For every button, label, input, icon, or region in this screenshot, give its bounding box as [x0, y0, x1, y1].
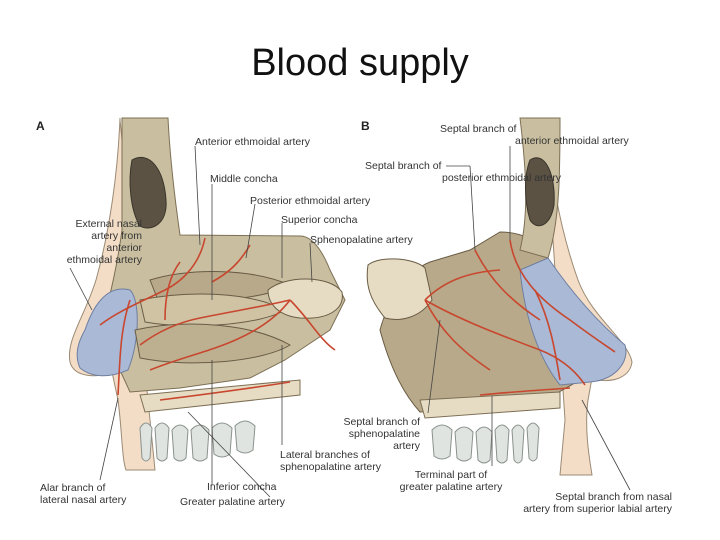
label-septal-labial-line-1: Septal branch from nasal — [555, 491, 672, 503]
label-external-nasal-line-4: ethmoidal artery — [66, 254, 142, 266]
label-external-nasal-line-1: External nasal — [75, 218, 142, 230]
frontal-sinus-b — [525, 157, 555, 227]
label-terminal-line-1: Terminal part of — [414, 469, 488, 481]
slide-title: Blood supply — [251, 42, 469, 84]
label-external-nasal-line-3: anterior — [106, 242, 142, 254]
label-septal-branch-superior-labial: Septal branch from nasal artery from sup… — [492, 491, 672, 515]
arteries-a — [99, 237, 336, 401]
label-septal-posterior-line-2: posterior ethmoidal artery — [442, 172, 562, 184]
label-septal-spheno-line-1: Septal branch of — [343, 416, 420, 428]
label-terminal-greater-palatine: Terminal part of greater palatine artery — [395, 469, 507, 493]
label-septal-spheno-line-2: sphenopalatine — [348, 428, 420, 440]
label-external-nasal-artery: External nasal artery from anterior ethm… — [20, 218, 142, 266]
label-alar-line-2: lateral nasal artery — [40, 494, 127, 506]
leader-lines-b — [427, 146, 631, 491]
label-septal-anterior-line-2: anterior ethmoidal artery — [515, 135, 629, 147]
sphenoid-sinus-a — [267, 278, 343, 319]
nasal-cartilage-a — [76, 288, 138, 377]
label-external-nasal-line-2: artery from — [91, 230, 142, 242]
label-sphenopalatine-artery: Sphenopalatine artery — [310, 234, 413, 246]
label-septal-labial-line-2: artery from superior labial artery — [523, 503, 672, 515]
arteries-b — [424, 239, 616, 396]
label-septal-branch-sphenopalatine: Septal branch of sphenopalatine artery — [330, 416, 420, 452]
label-septal-posterior-line-1: Septal branch of — [365, 160, 442, 172]
label-alar-line-1: Alar branch of — [40, 482, 106, 494]
panel-b-letter: B — [361, 119, 370, 133]
label-septal-anterior-line-1: Septal branch of — [440, 123, 517, 135]
label-inferior-concha: Inferior concha — [207, 481, 277, 493]
label-septal-branch-posterior-ethmoidal: Septal branch of posterior ethmoidal art… — [365, 160, 561, 184]
label-septal-spheno-line-3: artery — [393, 440, 420, 452]
label-lateral-branches-line-1: Lateral branches of — [280, 449, 370, 461]
teeth-b — [431, 422, 540, 464]
panel-b-illustration — [366, 117, 633, 491]
label-posterior-ethmoidal-artery: Posterior ethmoidal artery — [250, 195, 371, 207]
label-greater-palatine-artery: Greater palatine artery — [180, 496, 286, 508]
label-lateral-branches-sphenopalatine: Lateral branches of sphenopalatine arter… — [280, 449, 381, 473]
frontal-sinus-a — [129, 157, 167, 229]
teeth-a — [139, 420, 256, 462]
hard-palate-b — [419, 391, 561, 419]
label-septal-branch-anterior-ethmoidal: Septal branch of anterior ethmoidal arte… — [440, 123, 629, 147]
label-alar-branch: Alar branch of lateral nasal artery — [40, 482, 126, 506]
panel-a-illustration — [68, 117, 346, 498]
label-middle-concha: Middle concha — [210, 173, 278, 185]
label-superior-concha: Superior concha — [281, 214, 358, 226]
sphenoid-sinus-b — [366, 258, 433, 320]
leader-lines-a — [69, 145, 313, 498]
label-lateral-branches-line-2: sphenopalatine artery — [280, 461, 381, 473]
panel-a-letter: A — [36, 119, 45, 133]
label-terminal-line-2: greater palatine artery — [399, 481, 503, 493]
hard-palate-a — [139, 379, 301, 413]
label-anterior-ethmoidal-artery: Anterior ethmoidal artery — [195, 136, 310, 148]
inferior-concha-shape — [134, 323, 291, 364]
